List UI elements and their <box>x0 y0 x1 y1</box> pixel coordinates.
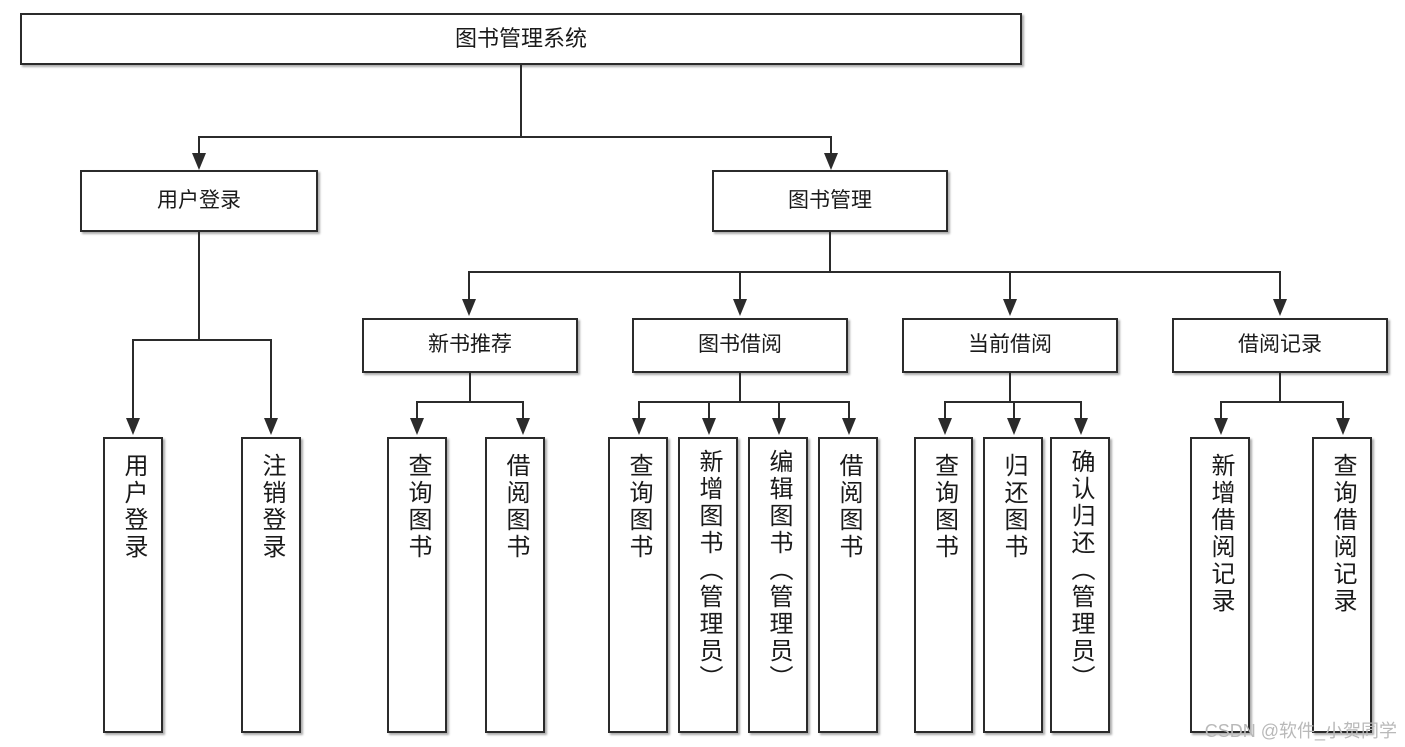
leaf-borrow-record-query-record[interactable]: 查询借阅记录 <box>1312 437 1372 733</box>
connector-book-management-stem <box>829 232 831 272</box>
connector-bm-to-book-borrow <box>739 271 741 301</box>
connector-borrow-record-bus <box>1220 401 1342 403</box>
arrowhead-cb-leaf-2 <box>1007 418 1021 435</box>
connector-bb-to-leaf-3 <box>778 401 780 420</box>
arrowhead-cb-leaf-1 <box>938 418 952 435</box>
connector-root-bus <box>198 136 832 138</box>
node-label: 新书推荐 <box>428 333 512 357</box>
leaf-user-login-login[interactable]: 用户登录 <box>103 437 163 733</box>
arrowhead-user-login-leaf-1 <box>126 418 140 435</box>
arrowhead-cb-leaf-3 <box>1074 418 1088 435</box>
node-label: 查询图书 <box>930 453 958 561</box>
leaf-book-borrow-borrow-book[interactable]: 借阅图书 <box>818 437 878 733</box>
arrowhead-bm-to-current-borrow <box>1003 299 1017 316</box>
connector-cb-to-leaf-3 <box>1080 401 1082 420</box>
node-current-borrow[interactable]: 当前借阅 <box>902 318 1118 373</box>
arrowhead-root-to-book-management <box>824 153 838 170</box>
connector-book-borrow-stem <box>739 373 741 402</box>
arrowhead-new-book-leaf-1 <box>410 418 424 435</box>
connector-user-login-to-leaf-2 <box>270 339 272 420</box>
node-label: 新增借阅记录 <box>1207 453 1234 615</box>
arrowhead-bb-leaf-3 <box>772 418 786 435</box>
connector-root-to-book-management <box>830 136 832 155</box>
node-user-login[interactable]: 用户登录 <box>80 170 318 232</box>
arrowhead-root-to-user-login <box>192 153 206 170</box>
node-label: 借阅记录 <box>1238 333 1322 357</box>
node-label: 查询图书 <box>404 453 431 561</box>
connector-book-management-bus <box>468 271 1280 273</box>
node-book-borrow[interactable]: 图书借阅 <box>632 318 848 373</box>
connector-new-book-stem <box>469 373 471 402</box>
arrowhead-user-login-leaf-2 <box>264 418 278 435</box>
connector-cb-to-leaf-1 <box>944 401 946 420</box>
node-borrow-record[interactable]: 借阅记录 <box>1172 318 1388 373</box>
connector-root-to-user-login <box>198 136 200 155</box>
leaf-borrow-record-add-record[interactable]: 新增借阅记录 <box>1190 437 1250 733</box>
connector-br-to-leaf-2 <box>1342 401 1344 420</box>
arrowhead-bm-to-book-borrow <box>733 299 747 316</box>
node-label: 图书管理 <box>788 188 872 212</box>
connector-bm-to-current-borrow <box>1009 271 1011 301</box>
connector-bm-to-new-book <box>468 271 470 301</box>
node-label: 归还图书 <box>1000 453 1027 561</box>
connector-bb-to-leaf-1 <box>638 401 640 420</box>
arrowhead-new-book-leaf-2 <box>516 418 530 435</box>
arrowhead-br-leaf-1 <box>1214 418 1228 435</box>
connector-current-borrow-stem <box>1009 373 1011 402</box>
arrowhead-bb-leaf-1 <box>632 418 646 435</box>
node-label: 查询图书 <box>625 453 652 561</box>
connector-br-to-leaf-1 <box>1220 401 1222 420</box>
node-label: 图书管理系统 <box>454 26 587 52</box>
node-label: 用户登录 <box>120 453 147 561</box>
node-new-book-recommend[interactable]: 新书推荐 <box>362 318 578 373</box>
connector-book-borrow-bus <box>638 401 848 403</box>
arrowhead-bb-leaf-2 <box>702 418 716 435</box>
node-book-management[interactable]: 图书管理 <box>712 170 948 232</box>
leaf-book-borrow-query-book[interactable]: 查询图书 <box>608 437 668 733</box>
connector-root-stem <box>520 65 522 137</box>
node-label: 编辑图书（管理员） <box>765 449 792 692</box>
node-label: 图书借阅 <box>698 333 782 357</box>
connector-new-book-bus <box>416 401 522 403</box>
connector-borrow-record-stem <box>1279 373 1281 402</box>
connector-bb-to-leaf-4 <box>848 401 850 420</box>
leaf-current-borrow-query-book[interactable]: 查询图书 <box>914 437 973 733</box>
connector-user-login-bus <box>132 339 270 341</box>
connector-new-book-to-leaf-2 <box>522 401 524 420</box>
arrowhead-bb-leaf-4 <box>842 418 856 435</box>
arrowhead-bm-to-new-book <box>462 299 476 316</box>
leaf-current-borrow-return-book[interactable]: 归还图书 <box>983 437 1043 733</box>
leaf-new-book-borrow-book[interactable]: 借阅图书 <box>485 437 545 733</box>
connector-user-login-to-leaf-1 <box>132 339 134 420</box>
node-label: 确认归还（管理员） <box>1067 449 1094 692</box>
node-label: 当前借阅 <box>968 333 1052 357</box>
leaf-book-borrow-edit-book-admin[interactable]: 编辑图书（管理员） <box>748 437 808 733</box>
node-label: 注销登录 <box>258 453 285 561</box>
node-label: 查询借阅记录 <box>1329 453 1356 615</box>
leaf-current-borrow-confirm-return-admin[interactable]: 确认归还（管理员） <box>1050 437 1110 733</box>
node-label: 借阅图书 <box>502 453 529 561</box>
arrowhead-bm-to-borrow-record <box>1273 299 1287 316</box>
node-label: 新增图书（管理员） <box>695 449 722 692</box>
leaf-new-book-query-book[interactable]: 查询图书 <box>387 437 447 733</box>
connector-user-login-stem <box>198 232 200 340</box>
connector-new-book-to-leaf-1 <box>416 401 418 420</box>
leaf-book-borrow-add-book-admin[interactable]: 新增图书（管理员） <box>678 437 738 733</box>
arrowhead-br-leaf-2 <box>1336 418 1350 435</box>
connector-bb-to-leaf-2 <box>708 401 710 420</box>
node-label: 用户登录 <box>157 188 241 212</box>
connector-bm-to-borrow-record <box>1279 271 1281 301</box>
leaf-user-login-logout[interactable]: 注销登录 <box>241 437 301 733</box>
connector-cb-to-leaf-2 <box>1013 401 1015 420</box>
connector-current-borrow-bus <box>944 401 1080 403</box>
node-label: 借阅图书 <box>835 453 862 561</box>
node-root-book-management-system[interactable]: 图书管理系统 <box>20 13 1022 65</box>
